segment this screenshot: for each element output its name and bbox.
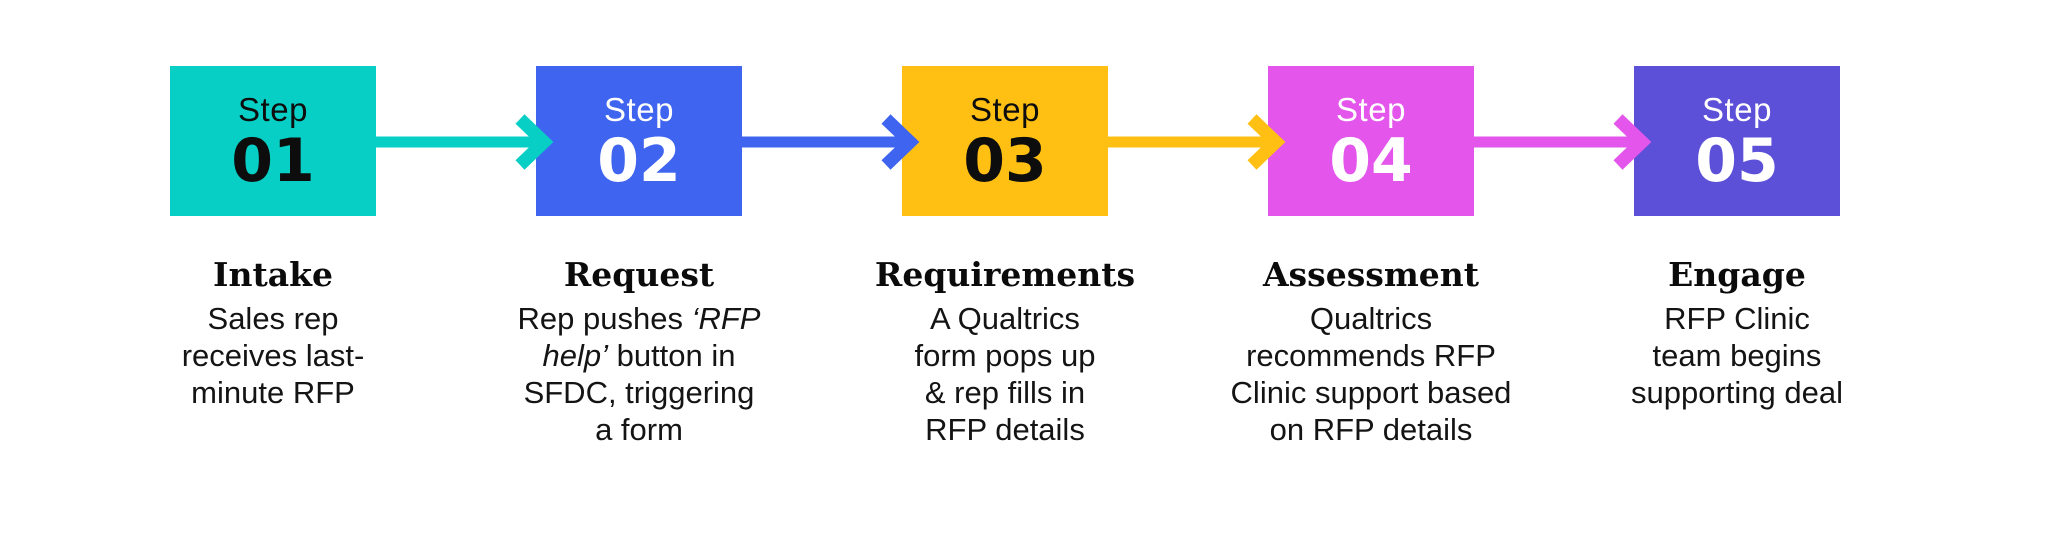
step-box-2: Step 02 — [536, 66, 742, 216]
step-number: 05 — [1695, 126, 1779, 197]
step-label: Step — [604, 90, 674, 128]
step-box-1: Step 01 — [170, 66, 376, 216]
step-description-block-4: Assessment Qualtrics recommends RFP Clin… — [1189, 254, 1553, 448]
arrow-right-icon — [742, 114, 920, 170]
step-description-block-3: Requirements A Qualtrics form pops up & … — [823, 254, 1187, 448]
step-description: RFP Clinic team begins supporting deal — [1631, 301, 1843, 410]
step-label: Step — [1702, 90, 1772, 128]
step-box-4: Step 04 — [1268, 66, 1474, 216]
step-number: 03 — [963, 126, 1047, 197]
step-box-3: Step 03 — [902, 66, 1108, 216]
step-description: A Qualtrics form pops up & rep fills in … — [914, 301, 1096, 447]
arrow-right-icon — [376, 114, 554, 170]
step-box-5: Step 05 — [1634, 66, 1840, 216]
step-number: 02 — [597, 126, 681, 197]
step-title: Requirements — [874, 255, 1136, 294]
step-description-block-2: Request Rep pushes ‘RFP help’ button in … — [457, 254, 821, 448]
step-description: Qualtrics recommends RFP Clinic support … — [1230, 301, 1512, 447]
step-description: Sales rep receives last- minute RFP — [181, 301, 365, 410]
step-description-block-1: Intake Sales rep receives last- minute R… — [91, 254, 455, 411]
arrow-right-icon — [1108, 114, 1286, 170]
step-description-block-5: Engage RFP Clinic team begins supporting… — [1555, 254, 1919, 411]
step-label: Step — [1336, 90, 1406, 128]
step-description: Rep pushes ‘RFP help’ button in SFDC, tr… — [517, 301, 761, 447]
step-number: 01 — [231, 126, 315, 197]
step-title: Engage — [1668, 255, 1806, 294]
step-label: Step — [238, 90, 308, 128]
step-title: Intake — [213, 255, 333, 294]
step-number: 04 — [1329, 126, 1413, 197]
step-title: Request — [563, 255, 715, 294]
step-label: Step — [970, 90, 1040, 128]
step-title: Assessment — [1262, 255, 1480, 294]
arrow-right-icon — [1474, 114, 1652, 170]
